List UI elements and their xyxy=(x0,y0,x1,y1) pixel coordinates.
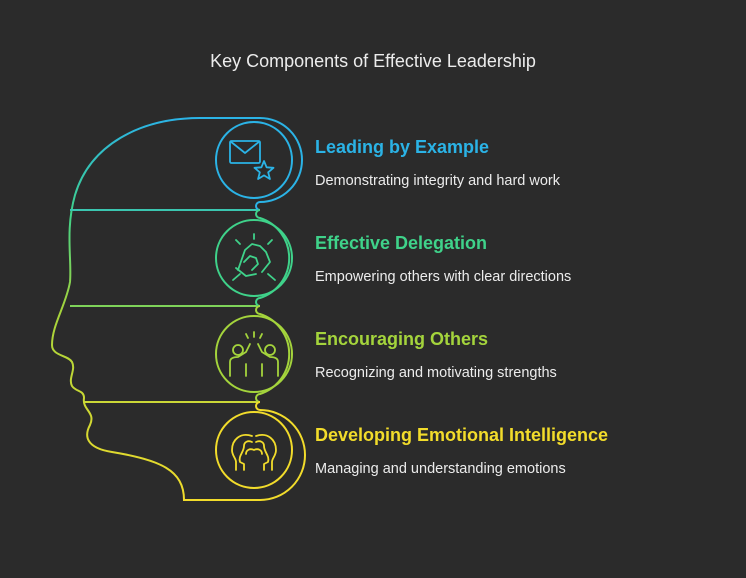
head-outline xyxy=(50,117,260,501)
section-description: Empowering others with clear directions xyxy=(315,269,572,285)
section-outline-4 xyxy=(255,401,306,501)
section-description: Managing and understanding emotions xyxy=(315,461,566,477)
handshake-icon xyxy=(232,233,276,281)
icon-circle-3 xyxy=(215,315,293,393)
section-description: Recognizing and motivating strengths xyxy=(315,365,557,381)
icon-circle-4 xyxy=(215,411,293,489)
diagram-title: Key Components of Effective Leadership xyxy=(210,51,536,71)
section-effective-delegation: Effective Delegation Empowering others w… xyxy=(315,232,735,285)
heads-profile-icon xyxy=(231,434,277,471)
section-emotional-intelligence: Developing Emotional Intelligence Managi… xyxy=(315,424,735,477)
section-title: Developing Emotional Intelligence xyxy=(315,425,609,445)
section-outline-2 xyxy=(255,209,291,307)
section-title: Effective Delegation xyxy=(315,233,488,253)
section-leading-by-example: Leading by Example Demonstrating integri… xyxy=(315,136,735,189)
section-outline-1 xyxy=(255,117,303,211)
icon-circle-1 xyxy=(215,121,293,199)
section-title: Encouraging Others xyxy=(315,329,489,349)
section-encouraging-others: Encouraging Others Recognizing and motiv… xyxy=(315,328,735,381)
section-title: Leading by Example xyxy=(315,137,490,157)
section-outline-3 xyxy=(255,305,291,403)
icon-circle-2 xyxy=(215,219,293,297)
envelope-star-icon xyxy=(229,140,275,180)
high-five-icon xyxy=(229,331,279,377)
section-description: Demonstrating integrity and hard work xyxy=(315,173,561,189)
